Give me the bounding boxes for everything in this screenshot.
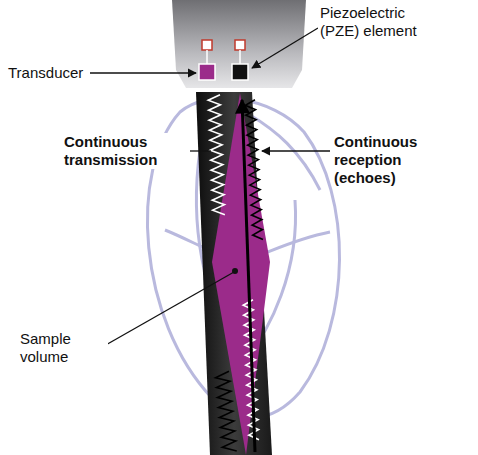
- leader-lines: [84, 28, 330, 346]
- signal-label: Continuous transmission: [62, 133, 190, 169]
- sample-volume-shape: [212, 93, 270, 455]
- transducer-face: [183, 88, 296, 90]
- leader-dot: [232, 268, 238, 274]
- transmission-wave: [208, 95, 225, 215]
- signal-label: Continuous reception (echoes): [332, 133, 456, 187]
- wire: [239, 50, 241, 64]
- part-label: Transducer: [6, 64, 90, 82]
- reception-arrow: [242, 100, 255, 452]
- transducer-housing: [172, 0, 306, 88]
- receive-element: [232, 64, 248, 80]
- reception-wave: [245, 100, 263, 240]
- transmit-element: [199, 64, 215, 80]
- ultrasound-beam: [196, 92, 272, 455]
- wire: [206, 50, 208, 64]
- part-label: Sample volume: [18, 330, 108, 366]
- connector-terminal: [235, 40, 245, 50]
- waves: [208, 95, 263, 451]
- connector-terminal: [202, 40, 212, 50]
- part-label: Piezoelectric (PZE) element: [318, 4, 432, 40]
- transmission-wave: [216, 371, 237, 451]
